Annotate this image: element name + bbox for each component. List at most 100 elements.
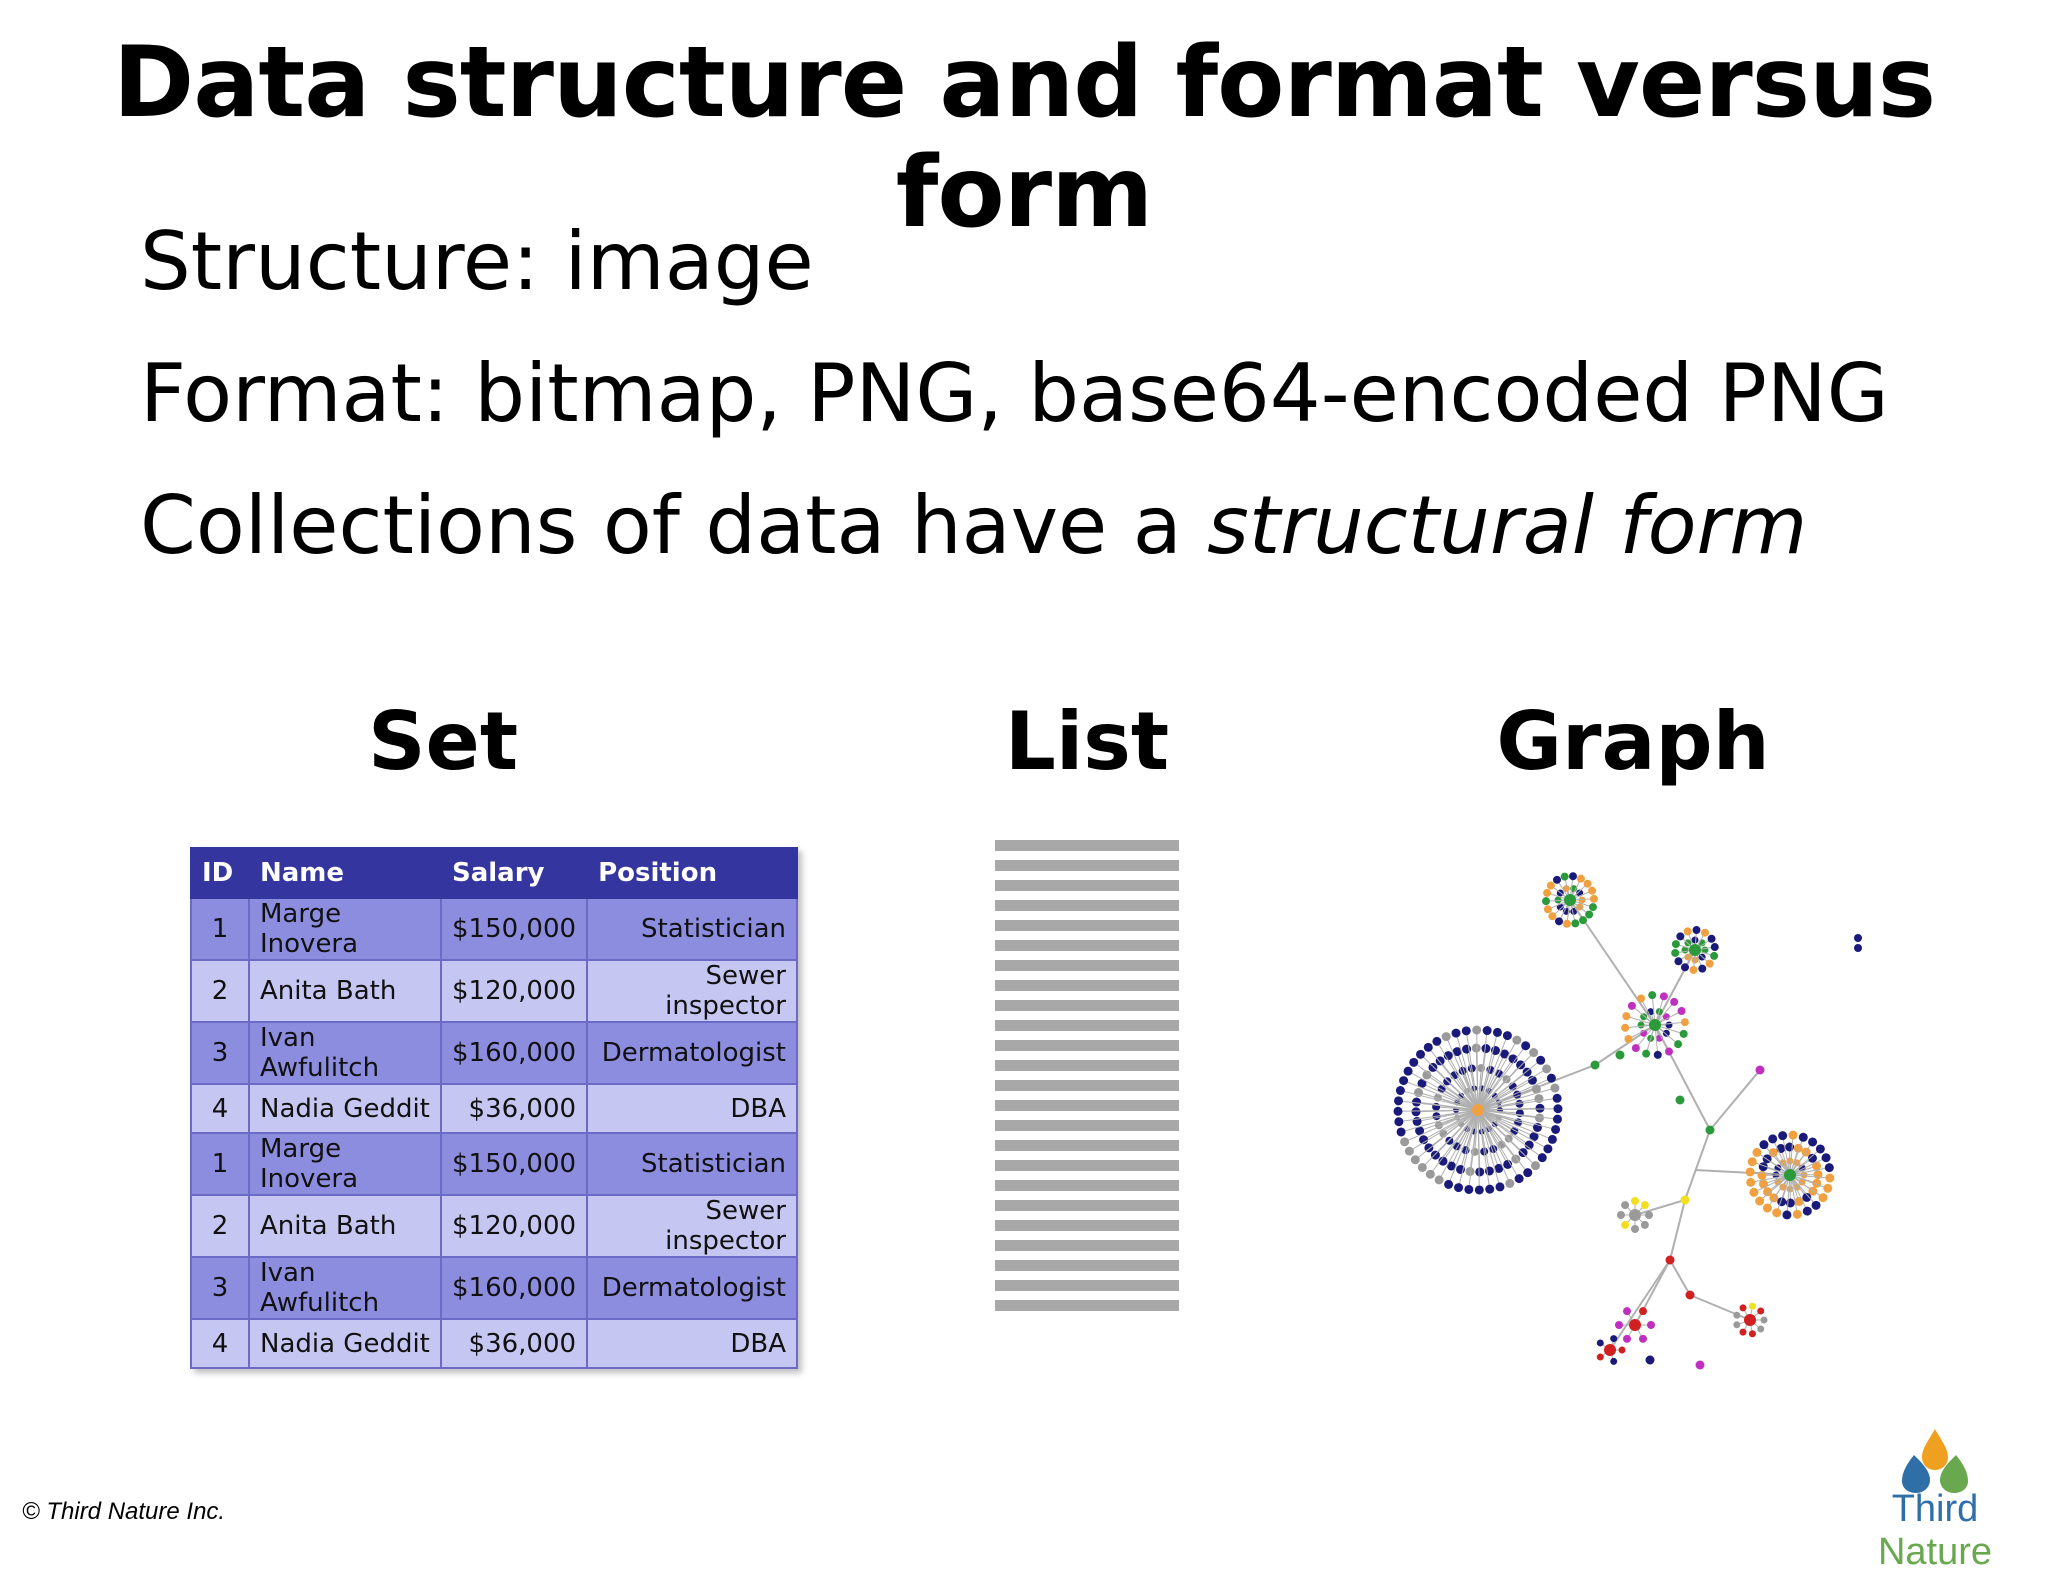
table-cell-salary: $150,000 [441,898,587,960]
graph-node [1819,1193,1828,1202]
table-cell-salary: $160,000 [441,1022,587,1084]
graph-node [1799,1133,1808,1142]
graph-node [1475,1167,1484,1176]
list-stripe [995,1260,1179,1271]
graph-node [1542,897,1550,905]
graph-node [1689,966,1697,974]
copyright-footer: © Third Nature Inc. [22,1498,225,1526]
table-cell-position: DBA [587,1319,797,1368]
graph-node [1571,919,1579,927]
graph-node [1756,1066,1765,1075]
graph-node [1684,927,1692,935]
graph-node [1670,998,1678,1006]
graph-node [1405,1147,1414,1156]
table-cell-name: Marge Inovera [249,898,441,960]
table-cell-id: 1 [191,898,249,960]
graph-node [1622,1012,1630,1020]
graph-node [1394,1117,1403,1126]
graph-node [1660,992,1668,1000]
graph-node [1793,1210,1802,1219]
graph-node [1512,1036,1521,1045]
list-stripe [995,920,1179,931]
list-heading: List [887,692,1287,792]
graph-node [1740,1329,1747,1336]
graph-node [1485,1185,1494,1194]
graph-node [1553,876,1561,884]
graph-node [1706,1126,1715,1135]
graph-node [1676,1096,1685,1105]
graph-node [1733,1312,1740,1319]
bullet-collections-emphasis: structural form [1207,479,1807,572]
bullet-list: Structure: image Format: bitmap, PNG, ba… [140,196,1889,592]
graph-node [1621,1221,1629,1229]
table-header-position: Position [587,848,797,898]
list-stripe [995,900,1179,911]
graph-node [1396,1086,1405,1095]
graph-node [1548,1135,1557,1144]
list-stripe [995,1300,1179,1311]
graph-edge [1670,1260,1690,1295]
graph-node [1746,1167,1755,1176]
graph-node [1757,1308,1764,1315]
graph-node [1666,1022,1673,1029]
graph-node [1550,1084,1559,1093]
graph-node [1551,1125,1560,1134]
graph-node [1631,1197,1639,1205]
table-cell-salary: $36,000 [441,1084,587,1133]
graph-edge [1710,1070,1760,1130]
graph-node [1825,1163,1834,1172]
graph-node [1424,1043,1433,1052]
graph-node [1409,1058,1418,1067]
graph-node [1680,1030,1688,1038]
table-cell-name: Nadia Geddit [249,1084,441,1133]
table-cell-position: Dermatologist [587,1022,797,1084]
graph-node [1672,940,1680,948]
graph-node [1543,889,1551,897]
graph-node [1782,1210,1791,1219]
graph-node [1778,1131,1787,1140]
set-heading: Set [243,692,643,792]
graph-node [1648,991,1656,999]
graph-edge [1685,1130,1710,1200]
list-stripe [995,1200,1179,1211]
table-cell-salary: $160,000 [441,1257,587,1319]
graph-node [1646,1356,1655,1365]
table-cell-salary: $120,000 [441,960,587,1022]
graph-node [1789,1131,1798,1140]
graph-node [1483,1026,1492,1035]
list-stripe [995,1160,1179,1171]
graph-node [1701,929,1709,937]
graph-node [1822,1153,1831,1162]
graph-node [1638,1022,1645,1029]
graph-node [1394,1107,1403,1116]
graph-node [1674,957,1682,965]
list-stripe [995,1060,1179,1071]
graph-node [1746,1178,1755,1187]
graph-node [1543,1144,1552,1153]
graph-node [1475,1185,1484,1194]
logo-word-nature: Nature [1878,1531,1992,1573]
graph-node [1412,1098,1421,1107]
graph-node [1645,1211,1653,1219]
graph-node [1547,1074,1556,1083]
graph-node [1749,1188,1758,1197]
graph-node [1706,960,1714,968]
graph-node [1432,1037,1441,1046]
graph-node [1397,1127,1406,1136]
graph-node [1585,911,1593,919]
graph-node [1442,1032,1451,1041]
graph-node [1763,1204,1772,1213]
graph-node [1462,1026,1471,1035]
graph-node [1604,1344,1616,1356]
graph-node [1399,1076,1408,1085]
graph-node [1505,1179,1514,1188]
table-cell-position: Statistician [587,1133,797,1195]
table-header-name: Name [249,848,441,898]
graph-node [1674,1040,1682,1048]
list-stripe [995,1080,1179,1091]
graph-node [1681,1196,1690,1205]
